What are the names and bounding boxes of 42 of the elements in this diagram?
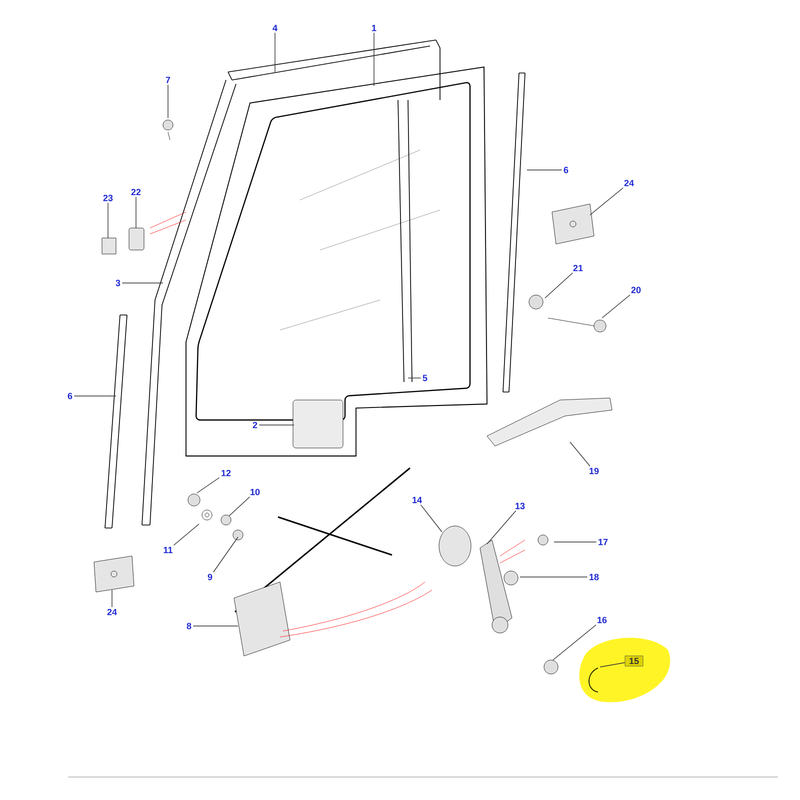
callout-number: 19 [590, 468, 599, 474]
leader-line [570, 442, 590, 466]
leader-line [600, 662, 626, 668]
callout-number: 21 [573, 264, 583, 272]
callout-number: 3 [116, 280, 120, 286]
callout-number: 11 [164, 546, 172, 554]
callout-number: 6 [564, 166, 568, 174]
callout-number: 13 [516, 502, 525, 510]
callout-number: 12 [222, 470, 231, 476]
callout-number: 23 [103, 194, 113, 202]
leader-line [552, 624, 596, 660]
leader-line [213, 536, 238, 572]
callout-number: 15 [624, 656, 644, 666]
leader-line [486, 510, 516, 544]
leader-line [122, 282, 164, 284]
callout-number: 9 [208, 574, 212, 580]
leader-line [544, 272, 574, 298]
leader-line [520, 576, 588, 578]
callout-number: 8 [186, 622, 192, 630]
leader-line [602, 294, 630, 318]
callout-number: 5 [422, 374, 428, 382]
callout-number: 20 [631, 286, 641, 294]
callout-number: 17 [598, 538, 608, 546]
leader-line [173, 524, 200, 546]
callout-number: 14 [412, 496, 422, 504]
callout-number: 18 [590, 574, 599, 580]
callout-number: 22 [131, 188, 141, 196]
leader-line [228, 496, 250, 516]
callout-number: 7 [166, 76, 170, 84]
callout-number: 6 [68, 392, 72, 400]
callout-number: 24 [107, 608, 117, 616]
leader-line [420, 504, 442, 532]
leader-line [274, 32, 276, 72]
callout-number: 10 [250, 488, 260, 496]
callout-number: 16 [598, 616, 607, 624]
callout-number: 24 [624, 180, 634, 186]
callout-number: 4 [272, 24, 278, 32]
leader-line [196, 477, 220, 494]
callout-number: 2 [252, 422, 258, 428]
leader-line [590, 188, 624, 216]
leader-line [258, 424, 294, 426]
callout-number: 1 [372, 24, 376, 32]
